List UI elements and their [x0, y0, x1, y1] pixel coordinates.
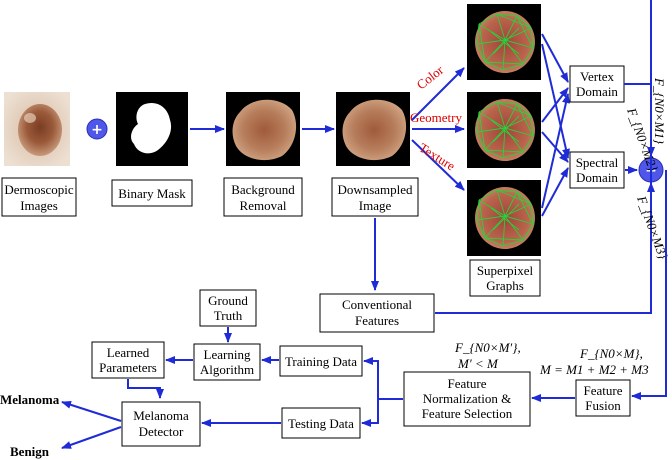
m-prime-condition: M′ < M — [457, 356, 499, 371]
svg-text:Dermoscopic: Dermoscopic — [4, 182, 74, 197]
svg-text:Feature: Feature — [584, 383, 623, 398]
learning-algorithm-box: Learning Algorithm — [193, 343, 261, 381]
svg-text:Domain: Domain — [576, 170, 618, 185]
downsampled-image — [336, 92, 410, 166]
geometry-branch-label: Geometry — [410, 110, 462, 125]
svg-text:+: + — [91, 122, 103, 138]
binary-mask-box: Binary Mask — [111, 179, 193, 207]
dermoscopic-image — [4, 92, 70, 166]
melanoma-detector-box: Melanoma Detector — [121, 401, 201, 447]
feature-fusion-box: Feature Fusion — [575, 379, 631, 417]
ground-truth-box: Ground Truth — [199, 289, 257, 327]
svg-text:Melanoma: Melanoma — [133, 408, 189, 423]
svg-text:Graphs: Graphs — [486, 278, 524, 293]
svg-text:Training Data: Training Data — [285, 354, 357, 369]
svg-text:Domain: Domain — [576, 84, 618, 99]
binary-mask-image — [116, 92, 188, 166]
svg-text:Removal: Removal — [240, 198, 287, 213]
svg-text:Superpixel: Superpixel — [477, 263, 534, 278]
conventional-features-box: Conventional Features — [319, 293, 435, 333]
svg-text:Vertex: Vertex — [580, 69, 614, 84]
svg-text:Background: Background — [231, 182, 295, 197]
background-removed-image — [226, 92, 300, 166]
svg-text:Image: Image — [359, 198, 392, 213]
m-sum-label: M = M1 + M2 + M3 — [539, 362, 649, 377]
svg-text:Downsampled: Downsampled — [337, 182, 413, 197]
testing-data-box: Testing Data — [281, 407, 361, 439]
texture-branch-label: Texture — [416, 140, 458, 174]
vertex-domain-box: Vertex Domain — [569, 65, 625, 103]
svg-text:Ground: Ground — [208, 293, 248, 308]
svg-text:Features: Features — [355, 313, 399, 328]
f-m-label: F_{N0×M}, — [579, 346, 643, 361]
benign-output-label: Benign — [10, 444, 50, 459]
superpixel-graph-texture — [467, 180, 541, 256]
training-data-box: Training Data — [279, 345, 363, 377]
melanoma-output-label: Melanoma — [0, 392, 60, 407]
plus-circle-icon — [86, 118, 108, 140]
svg-text:Algorithm: Algorithm — [200, 362, 254, 377]
svg-text:Binary Mask: Binary Mask — [118, 186, 186, 201]
svg-text:Fusion: Fusion — [585, 398, 621, 413]
f-m-prime-label: F_{N0×M′}, — [454, 340, 521, 355]
spectral-domain-box: Spectral Domain — [569, 151, 625, 189]
dermoscopic-images-box: Dermoscopic Images — [1, 177, 77, 217]
learned-parameters-box: Learned Parameters — [91, 341, 165, 379]
svg-text:Normalization &: Normalization & — [423, 391, 511, 406]
superpixel-graph-geometry — [467, 92, 541, 168]
svg-text:Images: Images — [20, 198, 58, 213]
superpixel-graph-color — [467, 4, 541, 80]
svg-text:Learning: Learning — [204, 347, 251, 362]
svg-text:Feature Selection: Feature Selection — [422, 406, 513, 421]
svg-text:Testing Data: Testing Data — [288, 416, 354, 431]
feature-normalization-box: Feature Normalization & Feature Selectio… — [403, 371, 531, 427]
f-m1-label: F_{N0×M1} — [652, 77, 667, 145]
svg-text:Learned: Learned — [107, 345, 150, 360]
svg-text:Detector: Detector — [139, 424, 184, 439]
svg-text:Spectral: Spectral — [576, 155, 619, 170]
svg-text:Truth: Truth — [214, 308, 243, 323]
svg-text:Parameters: Parameters — [99, 360, 157, 375]
background-removal-box: Background Removal — [223, 177, 303, 217]
superpixel-graphs-box: Superpixel Graphs — [469, 259, 541, 297]
svg-text:Feature: Feature — [448, 376, 487, 391]
downsampled-image-box: Downsampled Image — [331, 177, 419, 217]
svg-text:Conventional: Conventional — [342, 297, 412, 312]
color-branch-label: Color — [414, 62, 447, 92]
